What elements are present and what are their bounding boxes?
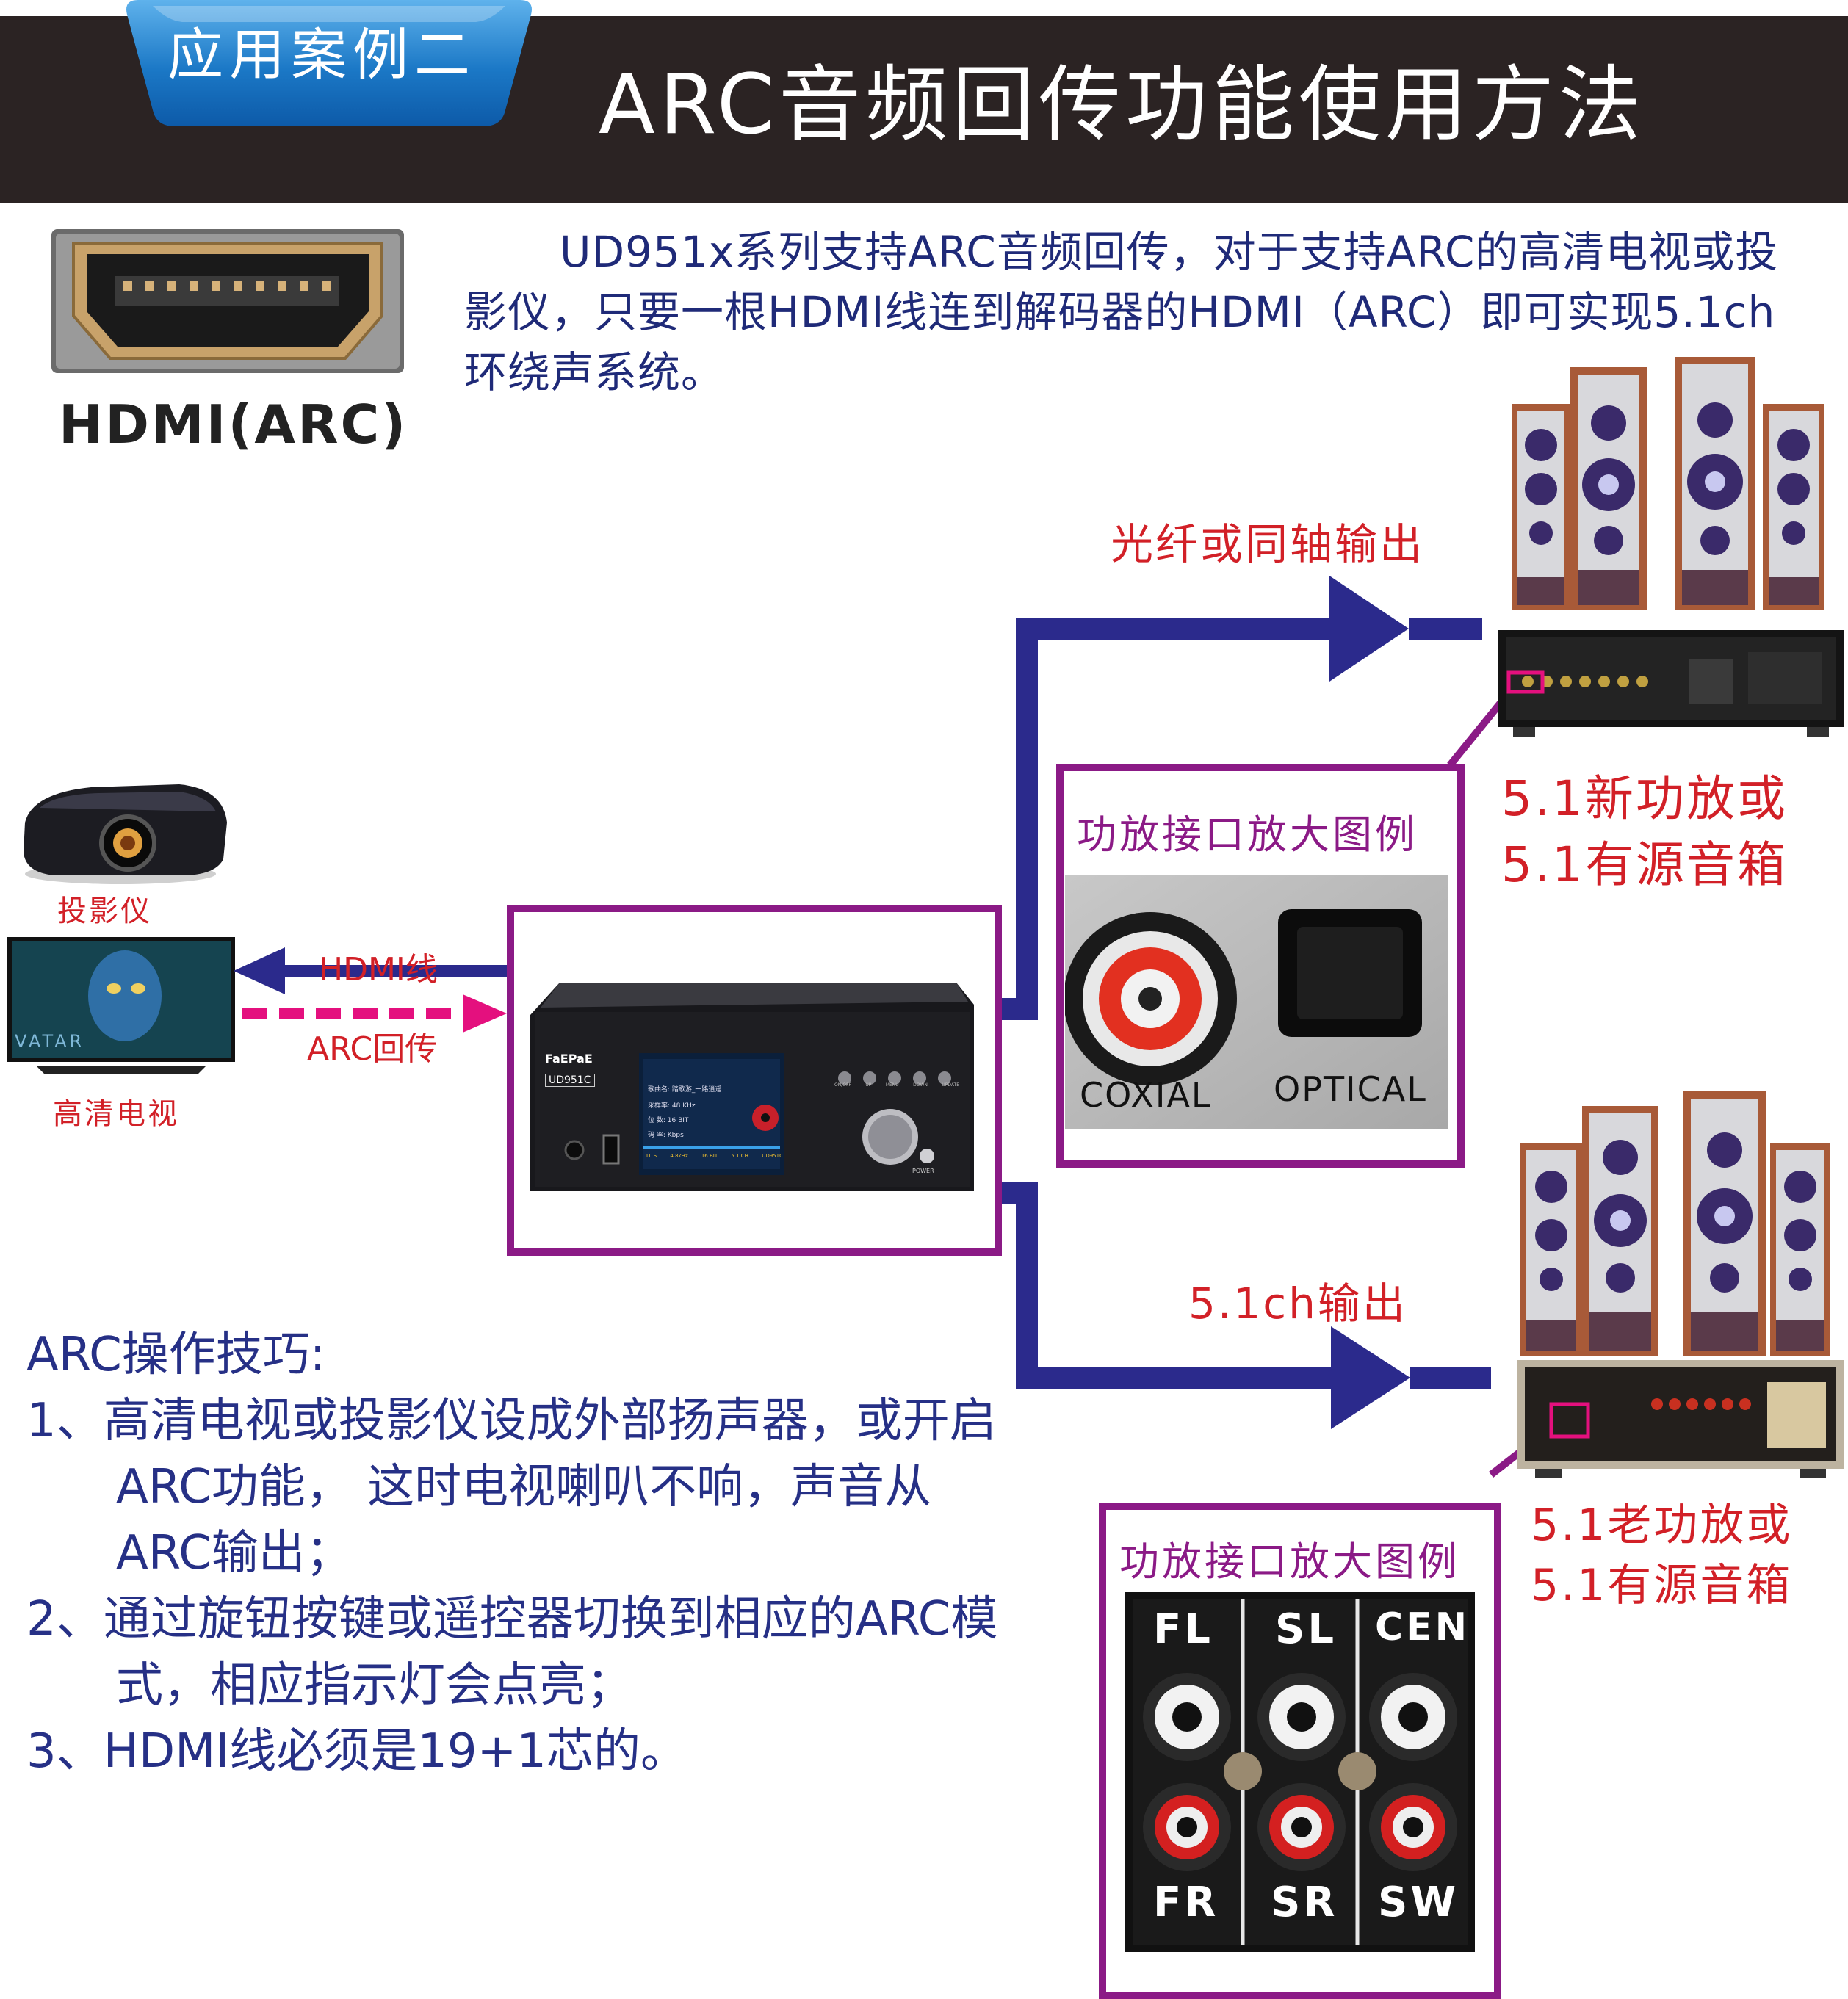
upper-zoom-title: 功放接口放大图例	[1077, 811, 1418, 858]
header-tab	[126, 0, 532, 126]
port-label-fr: FR	[1153, 1879, 1219, 1926]
status-item: UD951C	[762, 1153, 783, 1159]
port-label-sw: SW	[1378, 1879, 1459, 1926]
decoder-screen-line-4: 码 率: Kbps	[648, 1132, 684, 1139]
hdmi-arc-label: HDMI(ARC)	[59, 394, 408, 455]
button-label: MENU	[885, 1082, 899, 1088]
upper-speaker-set	[1512, 357, 1824, 610]
projector-icon	[24, 784, 227, 884]
lower-zoom-title: 功放接口放大图例	[1119, 1539, 1460, 1585]
button-label: UPDATE	[942, 1082, 959, 1088]
upper-output-line	[995, 618, 1329, 1020]
optical-label: OPTICAL	[1274, 1069, 1427, 1109]
decoder-brand: FaEPaE	[545, 1052, 593, 1066]
optical-coax-output-label: 光纤或同轴输出	[1111, 519, 1425, 569]
upper-output-arrow-head	[1329, 576, 1409, 682]
lower-amp-label-line1: 5.1老功放或	[1531, 1500, 1793, 1551]
decoder-power-label: POWER	[912, 1168, 934, 1174]
port-label-fl: FL	[1153, 1605, 1213, 1653]
hdmi-cable-label: HDMI线	[319, 951, 438, 988]
status-item: 4.8kHz	[670, 1153, 688, 1159]
hdmi-arrow-head	[234, 947, 285, 994]
coax-label: COXIAL	[1080, 1075, 1212, 1115]
decoder-screen-line-1: 歌曲名: 踏歌游_一路逍遥	[648, 1086, 722, 1094]
status-item: 16 BIT	[701, 1153, 718, 1159]
ch51-output-label: 5.1ch输出	[1188, 1279, 1407, 1329]
lower-amp-device	[1517, 1360, 1844, 1478]
red-jacks	[1143, 1783, 1457, 1871]
tip-item: 1、高清电视或投影仪设成外部扬声器，或开启ARC功能， 这时电视喇叭不响，声音从…	[26, 1394, 997, 1580]
tv-label: 高清电视	[53, 1097, 179, 1131]
upper-zoom-photo	[1065, 875, 1448, 1129]
lower-output-line	[995, 1182, 1331, 1389]
tv-screen-text: VATAR	[15, 1031, 85, 1052]
lower-zoom-photo	[1125, 1592, 1475, 1952]
button-label: ON/OFF	[834, 1082, 851, 1088]
tip-item: 2、通过旋钮按键或遥控器切换到相应的ARC模式，相应指示灯会点亮；	[26, 1592, 998, 1713]
arc-tips: ARC操作技巧: 1、高清电视或投影仪设成外部扬声器，或开启ARC功能， 这时电…	[26, 1322, 1011, 1785]
projector-label: 投影仪	[57, 894, 152, 928]
intro-paragraph: UD951x系列支持ARC音频回传，对于支持ARC的高清电视或投影仪，只要一根H…	[464, 227, 1779, 397]
button-label: DOWN	[913, 1082, 928, 1088]
screw-icon	[1338, 1752, 1376, 1790]
lower-output-arrow-head	[1331, 1326, 1410, 1429]
lower-speaker-set	[1520, 1091, 1830, 1356]
port-label-sl: SL	[1275, 1605, 1338, 1653]
tips-title: ARC操作技巧:	[26, 1328, 326, 1382]
lower-amp-highlight	[1549, 1402, 1590, 1439]
port-label-sr: SR	[1271, 1879, 1338, 1926]
decoder-screen-line-2: 采样率: 48 KHz	[648, 1102, 696, 1110]
decoder-button-labels: ON/OFF UP MENU DOWN UPDATE	[834, 1082, 959, 1088]
upper-amp-device	[1498, 630, 1844, 737]
screw-icon	[1224, 1752, 1262, 1790]
decoder-device	[530, 983, 974, 1191]
upper-zoom-frame	[1056, 764, 1465, 1168]
upper-zoom-leader	[1447, 692, 1510, 768]
decoder-screen-line-3: 位 数: 16 BIT	[648, 1117, 689, 1124]
status-item: DTS	[646, 1153, 657, 1159]
lower-amp-label-line2: 5.1有源音箱	[1531, 1560, 1793, 1611]
port-label-cen: CEN	[1375, 1605, 1470, 1649]
status-item: 5.1 CH	[731, 1153, 748, 1159]
decoder-status-bar: DTS 4.8kHz 16 BIT 5.1 CH UD951C	[646, 1153, 783, 1159]
hdmi-port-icon	[51, 229, 404, 373]
upper-amp-label-line1: 5.1新功放或	[1501, 770, 1788, 827]
upper-amp-highlight	[1506, 670, 1545, 694]
decoder-frame	[507, 905, 1002, 1256]
tip-item: 3、HDMI线必须是19+1芯的。	[26, 1724, 687, 1779]
upper-amp-label-line2: 5.1有源音箱	[1501, 836, 1788, 893]
arc-return-label: ARC回传	[307, 1030, 438, 1068]
decoder-model: UD951C	[545, 1074, 595, 1087]
tv-icon	[7, 937, 235, 1074]
page-title: ARC音频回传功能使用方法	[599, 57, 1646, 153]
button-label: UP	[865, 1082, 872, 1088]
white-jacks	[1143, 1673, 1457, 1761]
arc-return-arrow-head	[463, 994, 507, 1033]
header-tab-label: 应用案例二	[167, 22, 476, 87]
